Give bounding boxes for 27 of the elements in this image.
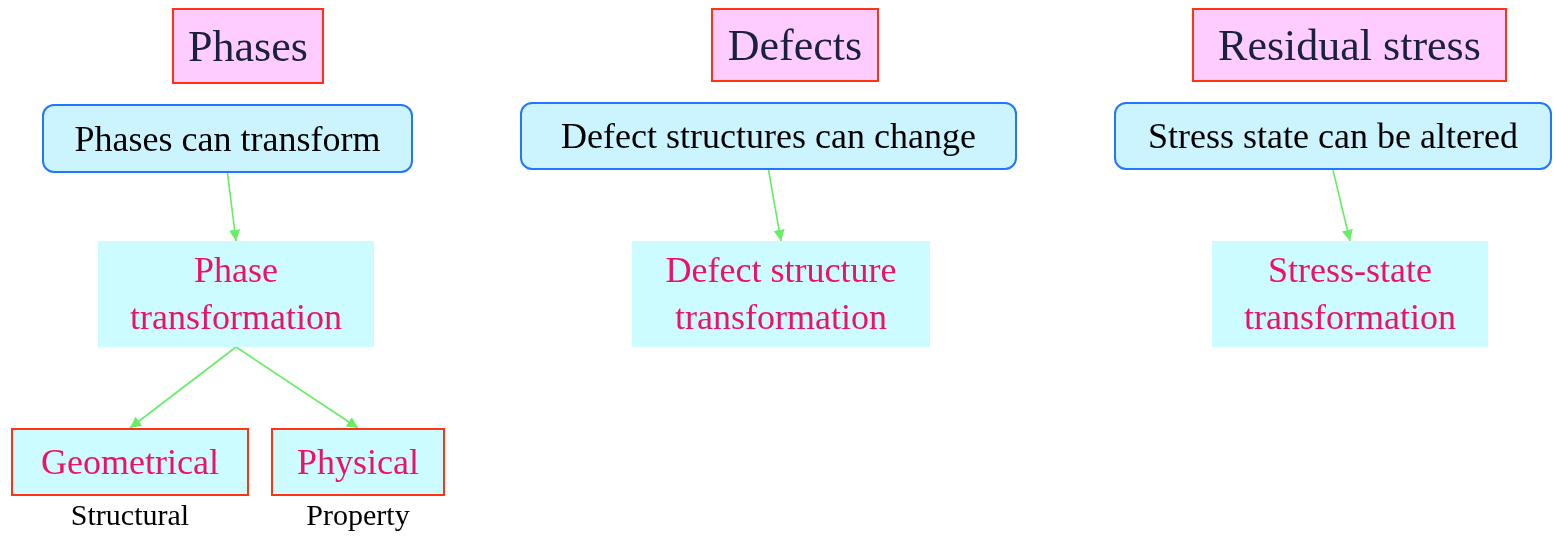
node-label: Defects (727, 19, 863, 71)
arrow (767, 169, 785, 242)
node-label: Phase transformation (129, 249, 343, 339)
node-label: Geometrical (41, 441, 219, 483)
node-label: Defect structure transformation (664, 249, 898, 339)
node-label: Phases (188, 20, 308, 72)
heading-box (711, 8, 879, 82)
arrow (129, 346, 237, 429)
node-label: Residual stress (1218, 19, 1481, 71)
heading-box (172, 8, 324, 84)
statement-box (520, 102, 1017, 170)
statement-box (42, 104, 413, 173)
node-label: Stress state can be altered (1148, 115, 1518, 157)
arrow (1332, 169, 1353, 242)
caption-text: Structural (69, 498, 191, 532)
statement-box (1114, 102, 1552, 170)
node-label: Physical (297, 441, 419, 483)
heading-box (1192, 8, 1507, 82)
node-label: Phases can transform (74, 117, 381, 160)
node-label: Defect structures can change (561, 115, 976, 157)
node-label: Stress-state transformation (1243, 249, 1457, 339)
result-box (1212, 241, 1488, 347)
result-box (632, 241, 930, 347)
arrow (235, 346, 359, 429)
result-box (98, 241, 374, 347)
arrow (226, 172, 241, 242)
caption-text: Property (305, 498, 411, 532)
